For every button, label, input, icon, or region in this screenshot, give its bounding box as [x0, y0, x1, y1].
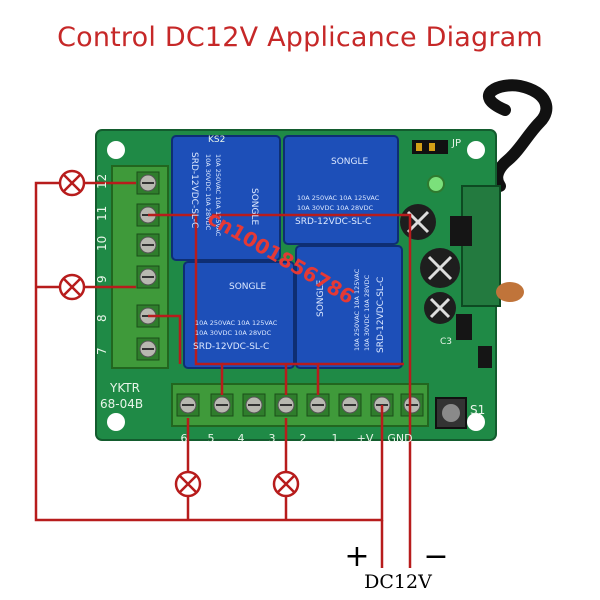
terminal-label-9: 9	[95, 275, 109, 283]
relay-rating: 10A 30VDC 10A 28VDC	[363, 274, 371, 351]
negative-sign: −	[423, 539, 448, 574]
wiring	[34, 169, 412, 568]
screw-terminal-10	[136, 233, 160, 257]
left-terminal-block	[111, 165, 169, 369]
terminal-label-2: 2	[300, 432, 307, 445]
relay-4	[295, 245, 403, 369]
relay-rating: 10A 250VAC 10A 125VAC	[195, 319, 278, 327]
screw-terminal-4	[242, 393, 266, 417]
relay-rating: 10A 30VDC 10A 28VDC	[204, 154, 212, 231]
relay-rating: 10A 30VDC 10A 28VDC	[195, 329, 272, 337]
relay-model: SRD-12VDC-SL-C	[189, 152, 199, 228]
relay-brand: SONGLE	[229, 282, 267, 292]
terminal-11-common-wire	[148, 213, 224, 395]
relay-rating: 10A 250VAC 10A 125VAC	[353, 268, 361, 351]
capacitors	[400, 204, 460, 324]
terminal-label-1: 1	[332, 432, 339, 445]
relay-model: SRD-12VDC-SL-C	[376, 277, 386, 353]
screw-terminal-GND	[400, 393, 424, 417]
relay-shapes	[171, 135, 403, 369]
relay-brand: SONGLE	[249, 188, 259, 226]
relay-rating: 10A 250VAC 10A 125VAC	[214, 154, 222, 237]
terminal-label-+V: +V	[357, 432, 374, 445]
screw-terminal-3	[274, 393, 298, 417]
terminal-label-10: 10	[95, 236, 109, 251]
screw-terminal-12	[136, 171, 160, 195]
terminal-label-11: 11	[95, 206, 109, 221]
terminal-label-6: 6	[181, 432, 188, 445]
relay-1	[171, 135, 281, 261]
ks-label: KS2	[208, 135, 225, 145]
screw-terminal-2	[306, 393, 330, 417]
board-model-line1: YKTR	[109, 381, 140, 395]
relay-rating: 10A 30VDC 10A 28VDC	[297, 204, 374, 212]
lamp-2	[58, 273, 86, 301]
c-label: C3	[440, 337, 452, 347]
terminal-label-7: 7	[95, 347, 109, 355]
relay-2	[283, 135, 399, 245]
terminal-label-GND: GND	[387, 432, 412, 445]
terminal-8-common-wire	[148, 314, 182, 364]
relay-rating: 10A 250VAC 10A 125VAC	[297, 194, 380, 202]
terminal-label-4: 4	[238, 432, 245, 445]
relay-brand: SONGLE	[331, 157, 369, 167]
relay-3	[183, 261, 295, 369]
relay-model: SRD-12VDC-SL-C	[295, 217, 371, 227]
jumper-label: JP	[451, 138, 461, 149]
board-model-line2: 68-04B	[100, 397, 143, 411]
positive-sign: +	[344, 539, 369, 574]
power-label: DC12V	[364, 571, 432, 593]
bottom-terminal-block	[171, 383, 429, 427]
lamp-1	[58, 169, 86, 197]
lamp-3	[174, 470, 202, 498]
terminal-label-3: 3	[269, 432, 276, 445]
screw-terminal-5	[210, 393, 234, 417]
gnd-wire	[212, 213, 412, 568]
page-title: Control DC12V Applicance Diagram	[57, 22, 543, 53]
terminal-label-8: 8	[95, 314, 109, 322]
screw-terminal-7	[136, 337, 160, 361]
terminal-label-5: 5	[208, 432, 215, 445]
screw-terminal-8	[136, 304, 160, 328]
screw-terminal-9	[136, 265, 160, 289]
terminal-label-12: 12	[95, 174, 109, 189]
positive-rail-wire	[34, 181, 384, 522]
lamp-4	[272, 470, 300, 498]
relay-brand: SONGLE	[316, 279, 326, 317]
switch-label: S1	[470, 403, 485, 417]
screw-terminal-1	[338, 393, 362, 417]
relay-model: SRD-12VDC-SL-C	[193, 342, 269, 352]
screw-terminal-6	[176, 393, 200, 417]
